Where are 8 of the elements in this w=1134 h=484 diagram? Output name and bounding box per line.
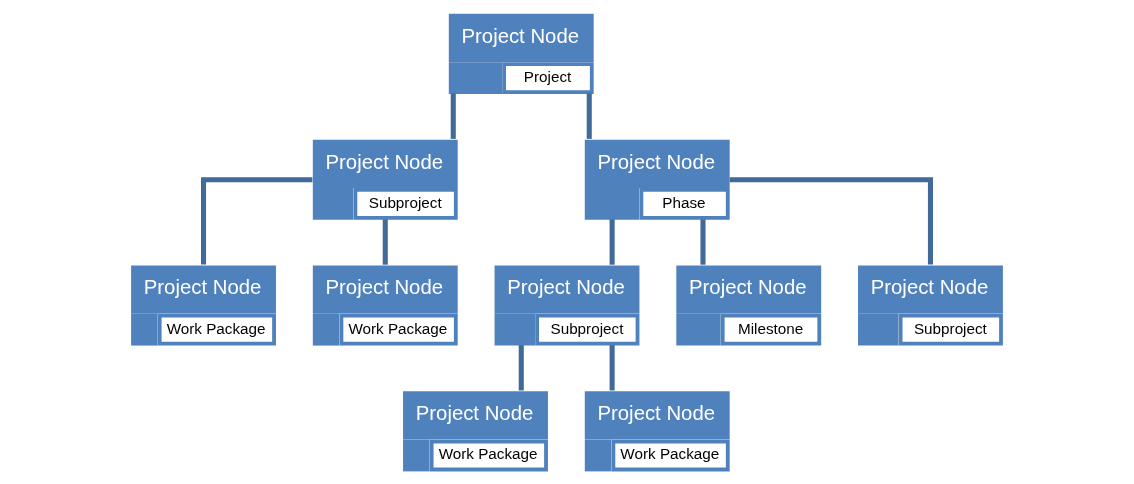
connector [609, 345, 615, 391]
connector [729, 177, 933, 265]
connector [700, 219, 706, 265]
connector [382, 219, 388, 265]
connector [450, 93, 456, 139]
connector [201, 177, 313, 265]
connector [609, 219, 615, 265]
connector [586, 93, 592, 139]
